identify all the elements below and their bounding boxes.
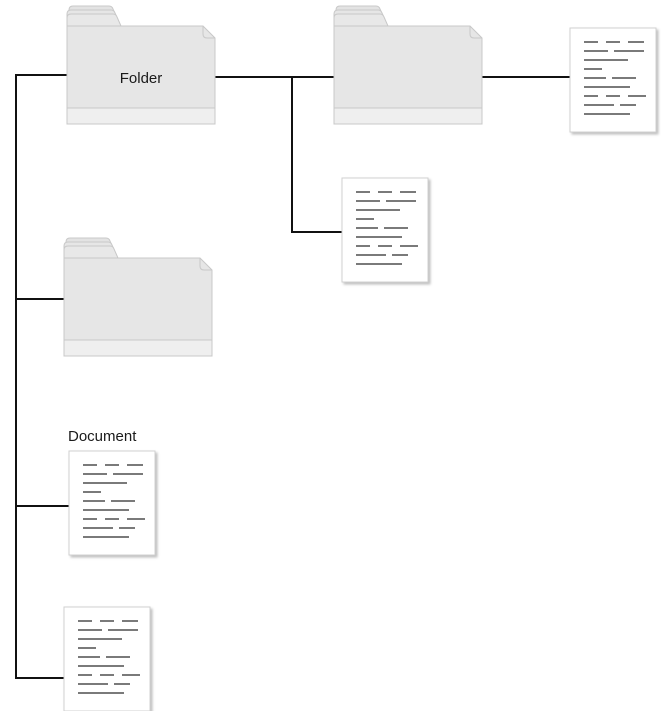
folder-icon-second[interactable] [63,237,213,357]
connectors [15,74,570,679]
document-icon-labeled[interactable] [69,451,155,555]
folder-icon-root[interactable]: Folder [66,5,216,125]
folder-label: Folder [120,70,163,87]
document-icon-top-right[interactable] [570,28,656,132]
document-label: Document [68,428,137,445]
folder-icon-subfolder[interactable] [333,5,483,125]
connector-root-to-subdocument [291,77,342,233]
document-icon-bottom[interactable] [64,607,150,711]
document-icon-branch[interactable] [342,178,428,282]
trunk-connector [15,74,68,679]
